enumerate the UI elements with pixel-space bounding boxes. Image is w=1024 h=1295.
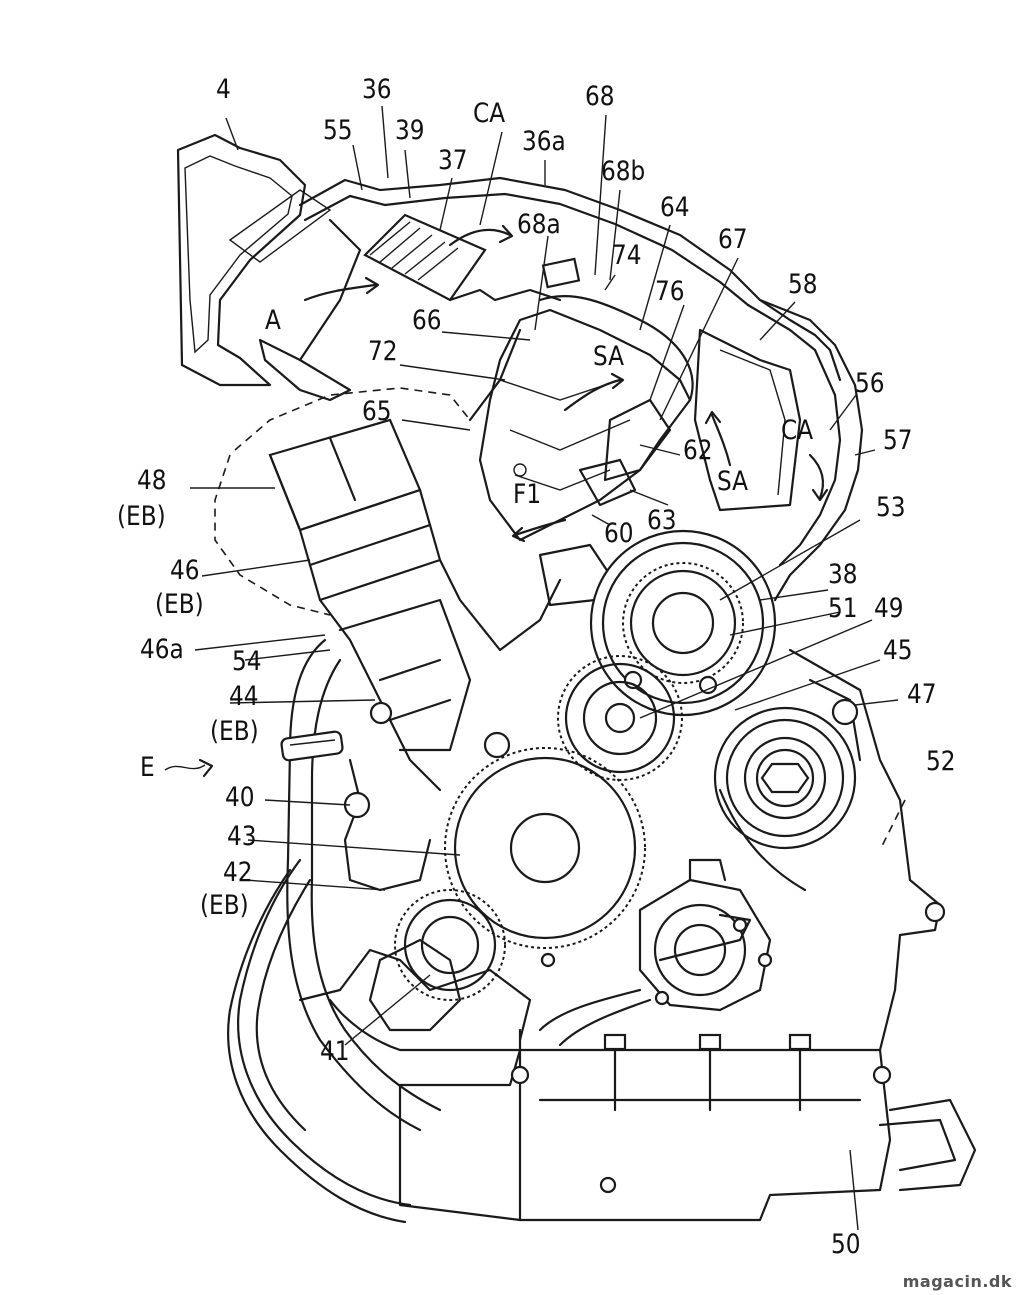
label-39: 39 — [395, 115, 425, 146]
frame-member-4 — [176, 133, 332, 387]
label-44-eb: (EB) — [210, 716, 259, 747]
label-53: 53 — [876, 492, 906, 523]
label-68: 68 — [585, 81, 615, 112]
label-68a: 68a — [517, 209, 561, 240]
leader-lines — [164, 105, 899, 1231]
label-51: 51 — [828, 593, 858, 624]
label-62: 62 — [683, 435, 713, 466]
flow-arrows — [303, 224, 829, 543]
label-42-eb: (EB) — [200, 890, 249, 921]
label-a: A — [265, 305, 281, 336]
label-57: 57 — [883, 425, 913, 456]
label-54: 54 — [232, 646, 262, 677]
label-67: 67 — [718, 224, 748, 255]
air-cleaner-36 — [258, 176, 842, 402]
throttle-body-60-64 — [468, 257, 694, 607]
label-46-eb: (EB) — [155, 589, 204, 620]
label-40: 40 — [225, 782, 255, 813]
label-ca-top: CA — [473, 98, 506, 129]
label-60: 60 — [604, 518, 634, 549]
label-46a: 46a — [140, 634, 184, 665]
label-42: 42 — [223, 857, 253, 888]
cylinder-block — [268, 418, 562, 792]
label-72: 72 — [368, 336, 398, 367]
cylinder-outline — [214, 387, 471, 616]
label-46: 46 — [170, 555, 200, 586]
label-64: 64 — [660, 192, 690, 223]
label-sa-2: SA — [717, 466, 749, 497]
duct-56-57 — [693, 298, 864, 602]
label-55: 55 — [323, 115, 353, 146]
label-ca-right: CA — [781, 415, 814, 446]
starter-pump-area — [368, 858, 773, 1047]
crankcase — [298, 648, 977, 1222]
label-37: 37 — [438, 145, 468, 176]
label-sa-1: SA — [593, 341, 625, 372]
watermark: magacin.dk — [902, 1272, 1012, 1291]
label-58: 58 — [788, 269, 818, 300]
label-e: E — [140, 752, 155, 783]
label-44: 44 — [229, 681, 259, 712]
label-76: 76 — [655, 276, 685, 307]
label-45: 45 — [883, 635, 913, 666]
exhaust-pipes — [227, 638, 442, 1224]
label-50: 50 — [831, 1229, 861, 1260]
label-38: 38 — [828, 559, 858, 590]
label-36a: 36a — [522, 126, 566, 157]
label-47: 47 — [907, 679, 937, 710]
label-63: 63 — [647, 505, 677, 536]
label-74: 74 — [612, 240, 642, 271]
label-43: 43 — [227, 821, 257, 852]
label-52: 52 — [926, 746, 956, 777]
label-49: 49 — [874, 593, 904, 624]
label-68b: 68b — [601, 156, 646, 187]
cover-52-dashed — [879, 799, 906, 851]
pulley-47 — [713, 706, 857, 892]
label-48-eb: (EB) — [117, 501, 166, 532]
label-36: 36 — [362, 74, 392, 105]
label-f1: F1 — [513, 479, 542, 510]
label-41: 41 — [320, 1036, 350, 1067]
gear-train — [343, 529, 777, 1001]
label-66: 66 — [412, 305, 442, 336]
label-65: 65 — [362, 396, 392, 427]
label-56: 56 — [855, 368, 885, 399]
label-4: 4 — [216, 74, 231, 105]
label-48: 48 — [137, 465, 167, 496]
